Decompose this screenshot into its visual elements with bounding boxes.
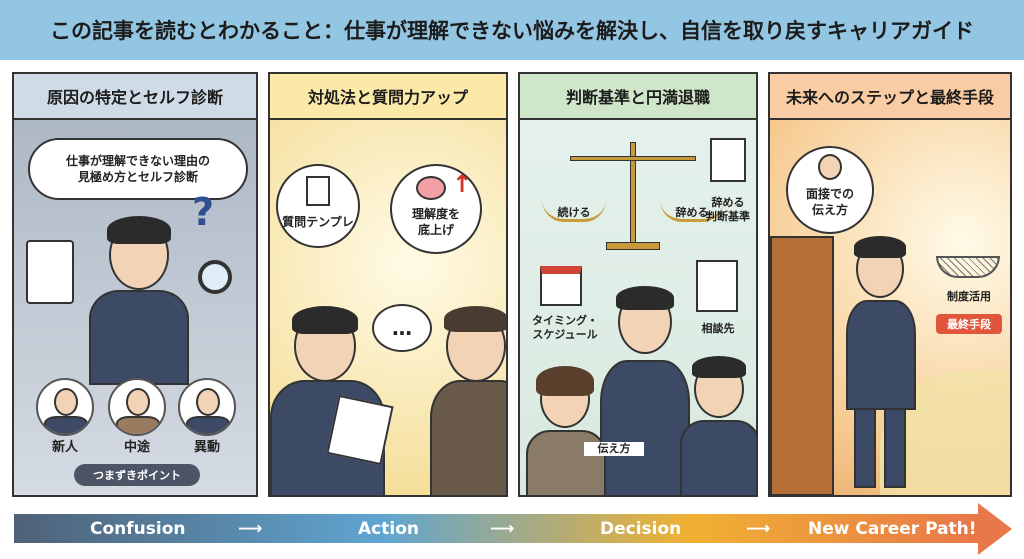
last-resort-badge: 最終手段 bbox=[936, 314, 1002, 334]
scale-pan-left bbox=[542, 200, 606, 222]
criteria-label: 辞める判断基準 bbox=[706, 196, 750, 224]
arrow-icon: ⟶ bbox=[490, 518, 515, 539]
clipboard-icon bbox=[696, 260, 738, 312]
right-person bbox=[680, 356, 756, 495]
document-search-icon bbox=[306, 176, 330, 206]
magnifier-icon bbox=[198, 260, 232, 294]
avatar-newcomer bbox=[36, 378, 94, 436]
understanding-bubble: 理解度を底上げ bbox=[390, 164, 482, 254]
clipboard-icon bbox=[26, 240, 74, 304]
arrowhead-icon bbox=[978, 503, 1012, 555]
interview-bubble: 面接での伝え方 bbox=[786, 146, 874, 234]
bubble-text: 見極め方とセルフ診断 bbox=[77, 170, 198, 184]
bubble-text: 理解度を bbox=[411, 206, 460, 221]
panel-future: 未来へのステップと最終手段 面接での伝え方 制度活用 最終手段 bbox=[768, 72, 1012, 497]
stumbling-points-pill: つまずきポイント bbox=[74, 464, 200, 486]
bubble-text: 仕事が理解できない理由の bbox=[65, 153, 210, 168]
arrow-icon: ⟶ bbox=[238, 518, 263, 539]
panel-heading: 判断基準と円満退職 bbox=[520, 74, 756, 120]
bubble-text: 面接での bbox=[805, 186, 854, 201]
question-mark-icon: ? bbox=[192, 190, 215, 234]
flow-step-action: Action bbox=[358, 518, 419, 539]
brain-icon bbox=[416, 176, 446, 200]
bubble-text: 底上げ bbox=[417, 222, 454, 237]
avatar-label: 中途 bbox=[123, 440, 150, 455]
woman-person bbox=[526, 366, 606, 495]
calendar-icon bbox=[540, 266, 582, 306]
panel-heading: 原因の特定とセルフ診断 bbox=[14, 74, 256, 120]
explaining-person bbox=[420, 270, 506, 495]
panel-action: 対処法と質問力アップ 質問テンプレ 理解度を底上げ ↑ … bbox=[268, 72, 508, 497]
ellipsis-bubble: … bbox=[372, 304, 432, 352]
walking-person bbox=[840, 236, 930, 495]
speech-bubble: 仕事が理解できない理由の見極め方とセルフ診断 bbox=[28, 138, 248, 200]
avatar-label: 異動 bbox=[193, 440, 220, 455]
communicate-label: 伝え方 bbox=[584, 442, 644, 457]
bubble-text: 質問テンプレ bbox=[282, 214, 354, 229]
flow-step-new-career: New Career Path! bbox=[808, 518, 977, 539]
door bbox=[770, 236, 834, 495]
page-title: この記事を読むとわかること：仕事が理解できない悩みを解決し、自信を取り戻すキャリ… bbox=[0, 0, 1024, 60]
flow-step-confusion: Confusion bbox=[90, 518, 186, 539]
checklist-icon bbox=[710, 138, 746, 182]
avatar-label: 新人 bbox=[51, 440, 78, 455]
panel-cause: 原因の特定とセルフ診断 仕事が理解できない理由の見極め方とセルフ診断 ? 新人 … bbox=[12, 72, 258, 497]
scale-base bbox=[606, 242, 660, 250]
avatar-midcareer bbox=[108, 378, 166, 436]
panel-decision: 判断基準と円満退職 続ける 辞める 辞める判断基準 タイミング・スケジュール 相… bbox=[518, 72, 758, 497]
bubble-text: 伝え方 bbox=[811, 202, 848, 217]
listening-person bbox=[270, 280, 390, 495]
panel-heading: 対処法と質問力アップ bbox=[270, 74, 506, 120]
timing-label: タイミング・スケジュール bbox=[532, 314, 598, 342]
scale-right-label: 辞める bbox=[675, 206, 709, 219]
up-arrow-icon: ↑ bbox=[452, 170, 473, 198]
system-label: 制度活用 bbox=[947, 290, 991, 303]
safety-net-icon bbox=[936, 256, 1000, 278]
flow-step-decision: Decision bbox=[600, 518, 682, 539]
confused-person bbox=[84, 200, 194, 385]
interviewer-icon bbox=[818, 154, 842, 180]
avatar-transfer bbox=[178, 378, 236, 436]
arrow-icon: ⟶ bbox=[746, 518, 771, 539]
center-person bbox=[600, 286, 690, 495]
scale-beam bbox=[570, 156, 696, 161]
consult-label: 相談先 bbox=[701, 322, 735, 335]
panel-heading: 未来へのステップと最終手段 bbox=[770, 74, 1010, 120]
scale-pan-right bbox=[660, 200, 724, 222]
progress-flow-bar bbox=[14, 514, 980, 543]
scale-left-label: 続ける bbox=[557, 206, 591, 219]
